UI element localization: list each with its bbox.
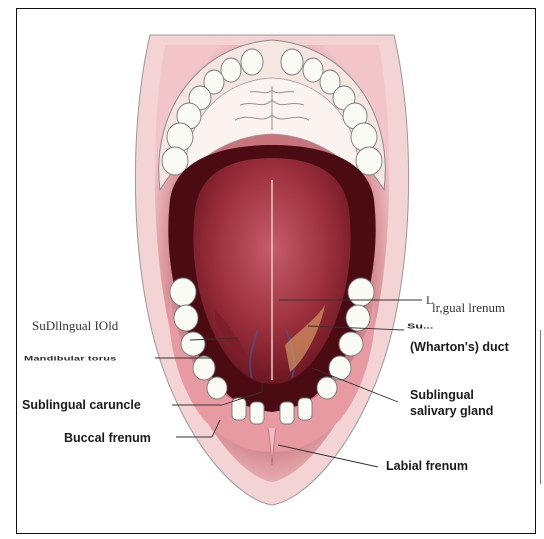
- label-buccal-frenum: Buccal frenum: [64, 431, 151, 446]
- label-lingual-frenum: lr,gual lrenum: [432, 300, 505, 315]
- label-sublingual-caruncle: Sublingual caruncle: [22, 398, 141, 413]
- scan-edge-line: [540, 330, 541, 484]
- label-submandibular-duct: (Wharton's) duct: [410, 340, 509, 355]
- label-submandibular-cut: Su...: [407, 322, 433, 331]
- label-labial-frenum: Labial frenum: [386, 459, 468, 474]
- label-sublingual-gland-line1: Sublingual: [410, 388, 474, 403]
- label-sublingual-fold: SuDllngual IOld: [32, 318, 118, 333]
- label-mandibular-torus: Mandibular torus: [24, 355, 116, 363]
- label-sublingual-gland-line2: salivary gland: [410, 404, 493, 419]
